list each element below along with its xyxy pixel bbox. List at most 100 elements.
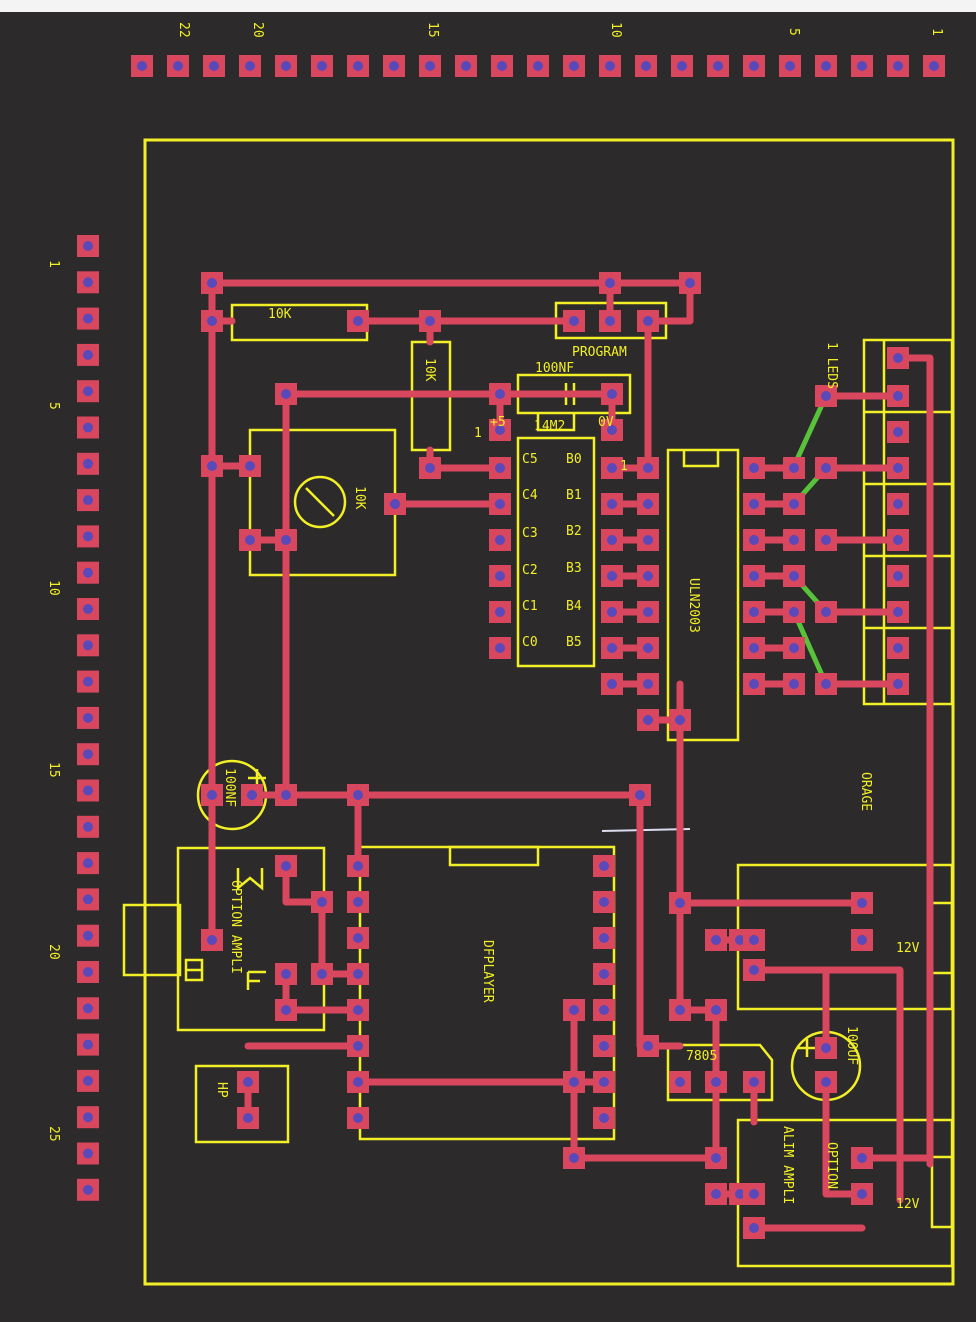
top-header-pad-drill	[281, 61, 291, 71]
component-pad-61	[887, 347, 909, 369]
component-pad-8	[637, 310, 659, 332]
component-pad-99	[563, 1071, 585, 1093]
component-pad-109	[705, 999, 727, 1021]
top-number-15: 15	[425, 22, 440, 38]
left-header-pad	[77, 489, 99, 512]
regulator-7805-label: 7805	[686, 1049, 717, 1064]
left-header-pad	[77, 924, 99, 947]
left-header-pad-drill	[83, 967, 93, 977]
component-pad-56	[815, 385, 837, 407]
top-number-1: 1	[929, 28, 944, 36]
component-pad-51-drill	[789, 607, 799, 617]
mcu-c5-label: C5	[522, 452, 538, 467]
top-header-pad-drill	[245, 61, 255, 71]
component-pad-112-drill	[711, 1077, 721, 1087]
led-connector-outline	[862, 338, 954, 706]
top-header-pad-drill	[173, 61, 183, 71]
board-outline	[143, 138, 955, 1286]
component-pad-66	[887, 529, 909, 551]
left-header-pad-drill	[83, 241, 93, 251]
left-header-pad	[77, 634, 99, 657]
component-pad-30-drill	[607, 571, 617, 581]
top-header-pad	[203, 55, 225, 77]
top-number-10: 10	[608, 22, 623, 38]
component-pad-89	[347, 1107, 369, 1129]
mcu-plus5-label: +5	[490, 415, 506, 430]
component-pad-72-drill	[247, 790, 257, 800]
component-pad-53	[783, 637, 805, 659]
component-pad-54	[743, 673, 765, 695]
component-pad-102	[851, 892, 873, 914]
left-header-pad-drill	[83, 277, 93, 288]
top-header-pad-drill	[317, 61, 327, 71]
component-pad-23	[637, 493, 659, 515]
component-pad-84-drill	[353, 933, 363, 943]
component-pad-65-drill	[893, 499, 903, 509]
component-pad-46-drill	[749, 535, 759, 545]
component-pad-5	[419, 310, 441, 332]
component-pad-82	[347, 855, 369, 877]
component-pad-74-drill	[353, 790, 363, 800]
component-pad-84	[347, 927, 369, 949]
left-number-5: 5	[46, 402, 61, 410]
left-header-pad	[77, 416, 99, 439]
component-pad-91-drill	[599, 897, 609, 907]
component-pad-10	[489, 383, 511, 405]
component-pad-1-drill	[605, 278, 615, 288]
component-pad-96-drill	[599, 1077, 609, 1087]
component-pad-47-drill	[789, 535, 799, 545]
left-header-pad	[77, 1033, 99, 1056]
component-pad-8-drill	[643, 316, 653, 326]
component-pad-80	[311, 963, 333, 985]
component-pad-39-drill	[643, 679, 653, 689]
component-pad-75-drill	[635, 790, 645, 800]
trace-44	[750, 966, 904, 1204]
component-pad-64-drill	[893, 463, 903, 473]
component-pad-68-drill	[893, 607, 903, 617]
top-header-pad-drill	[641, 61, 651, 71]
mcu-c1-label: C1	[522, 599, 538, 614]
left-header-pad-drill	[83, 567, 93, 578]
component-pad-107-drill	[749, 965, 759, 975]
component-pad-94-drill	[599, 1005, 609, 1015]
component-pad-10-drill	[495, 389, 505, 399]
left-header-pad-drill	[83, 930, 93, 941]
component-pad-116	[237, 1071, 259, 1093]
component-pad-9	[275, 383, 297, 405]
uln2003-label: ULN2003	[686, 578, 701, 633]
component-pad-38-drill	[607, 679, 617, 689]
component-pad-90	[593, 855, 615, 877]
component-pad-87	[347, 1035, 369, 1057]
left-header-pad-drill	[83, 785, 93, 796]
component-pad-75	[629, 784, 651, 806]
12v-label-b: 12V	[896, 1197, 920, 1212]
component-pad-11-drill	[607, 389, 617, 399]
component-pad-22	[601, 493, 623, 515]
top-header-pad	[887, 55, 909, 77]
mcu-b4-label: B4	[566, 599, 582, 614]
component-pad-60-drill	[821, 679, 831, 689]
component-pad-118-drill	[711, 1153, 721, 1163]
component-pad-124-drill	[749, 1223, 759, 1233]
component-pad-79-drill	[281, 969, 291, 979]
component-pad-109-drill	[711, 1005, 721, 1015]
component-pad-63-drill	[893, 427, 903, 437]
component-pad-103-drill	[711, 935, 721, 945]
component-pad-123	[851, 1183, 873, 1205]
component-pad-44-drill	[749, 499, 759, 509]
top-header-pad-drill	[533, 61, 543, 71]
component-pad-97-drill	[599, 1113, 609, 1123]
trace-58	[282, 862, 326, 906]
top-number-5: 5	[786, 28, 801, 36]
component-pad-68	[887, 601, 909, 623]
component-pad-3	[201, 310, 223, 332]
component-pad-105-drill	[749, 935, 759, 945]
component-pad-88	[347, 1071, 369, 1093]
top-number-22: 22	[176, 22, 191, 38]
left-header-pad-drill	[83, 1184, 93, 1195]
component-pad-55-drill	[789, 679, 799, 689]
left-header-pad-drill	[83, 1148, 93, 1159]
top-header-pad	[131, 55, 153, 77]
component-pad-59	[815, 601, 837, 623]
